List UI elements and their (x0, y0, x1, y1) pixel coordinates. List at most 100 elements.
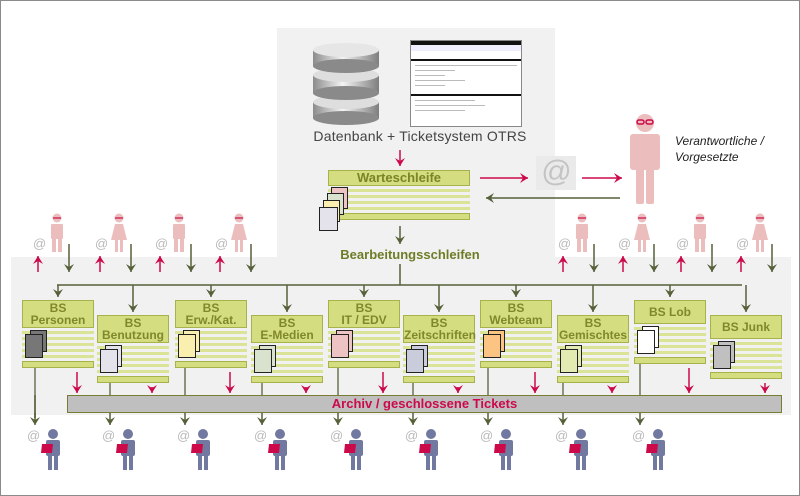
bs-queue-card[interactable]: BS Lob (634, 300, 706, 364)
email-icon: @ (676, 236, 690, 251)
email-icon: @ (736, 236, 750, 251)
arrowhead (453, 385, 463, 393)
arrowhead (665, 289, 675, 297)
bs-queue-title-line1: BS (49, 301, 67, 315)
male-requester-icon (48, 213, 66, 258)
document-icon (25, 334, 43, 358)
staff-person-icon (419, 429, 441, 476)
arrowhead (741, 304, 751, 312)
arrowhead (736, 256, 746, 264)
arrowhead (486, 193, 494, 203)
female-requester-icon (751, 213, 769, 258)
arrowhead (520, 173, 528, 183)
arrowhead (558, 256, 568, 264)
bs-queue-title: BS E-Medien (251, 315, 323, 343)
arrowhead (707, 264, 717, 272)
arrowhead (530, 385, 540, 393)
document-icon (319, 207, 338, 231)
arrowhead (649, 264, 659, 272)
arrowhead (72, 385, 82, 393)
arrowhead (246, 264, 256, 272)
bs-queue-card[interactable]: BS Zeitschriften (403, 315, 476, 383)
bs-queue-title-line1: BS (430, 316, 448, 330)
email-icon: @ (618, 236, 632, 251)
bs-queue-title-line2: Benutzung (102, 328, 164, 342)
email-icon: @ (536, 156, 576, 190)
email-icon: @ (102, 428, 116, 443)
staff-person-icon (268, 429, 290, 476)
male-requester-icon (691, 213, 709, 258)
archive-bar[interactable]: Archiv / geschlossene Tickets (67, 395, 782, 413)
arrowhead (186, 264, 196, 272)
document-icon (254, 349, 272, 373)
arrowhead (395, 158, 405, 166)
document-icon (331, 334, 349, 358)
email-icon: @ (215, 236, 229, 251)
male-requester-icon (170, 213, 188, 258)
arrowhead (434, 304, 444, 312)
arrowhead (126, 264, 136, 272)
bs-queue-title: BS Junk (710, 315, 782, 339)
queue-card[interactable]: Warteschleife (328, 170, 470, 224)
bs-queue-title: BS Lob (634, 300, 706, 324)
bs-queue-title-line1: BS (202, 301, 220, 315)
arrowhead (301, 385, 311, 393)
arrowhead (676, 256, 686, 264)
arrowhead (30, 417, 40, 425)
email-icon: @ (33, 236, 47, 251)
arrowhead (511, 289, 521, 297)
arrowhead (359, 289, 369, 297)
database-icon (305, 40, 387, 128)
arrowhead (215, 256, 225, 264)
email-icon: @ (480, 428, 494, 443)
bs-queue-card[interactable]: BS Benutzung (97, 315, 169, 383)
bs-queue-title: BS Webteam (480, 300, 552, 328)
bs-queue-title: BS Benutzung (97, 315, 169, 343)
bs-queue-title: BS Erw./Kat. (175, 300, 247, 328)
document-icon (637, 330, 655, 354)
document-icon (713, 345, 731, 369)
email-icon: @ (555, 428, 569, 443)
bs-queue-title: BS Zeitschriften (403, 315, 476, 343)
bs-queue-title-line1: BS (124, 316, 142, 330)
arrowhead (147, 385, 157, 393)
bs-queue-card[interactable]: BS E-Medien (251, 315, 323, 383)
bs-queue-title-line1: BS (507, 301, 525, 315)
bs-queue-title-line2: Webteam (489, 313, 543, 327)
bs-queue-title-line1: BS Junk (721, 320, 770, 334)
arrowhead (282, 304, 292, 312)
bs-queue-title-line2: Erw./Kat. (185, 313, 237, 327)
document-icon (560, 349, 578, 373)
email-icon: @ (27, 428, 41, 443)
bs-queue-card[interactable]: BS Webteam (480, 300, 552, 368)
arrowhead (95, 256, 105, 264)
document-icon (483, 334, 501, 358)
female-requester-icon (230, 213, 248, 258)
manager-person-icon (628, 113, 662, 205)
arrowhead (33, 256, 43, 264)
female-requester-icon (110, 213, 128, 258)
bs-queue-title-line2: IT / EDV (341, 313, 387, 327)
staff-person-icon (646, 429, 668, 476)
bs-queue-card[interactable]: BS Junk (710, 315, 782, 379)
otrs-screenshot-icon (410, 40, 522, 127)
arrowhead (618, 256, 628, 264)
processing-title: Bearbeitungsschleifen (340, 247, 480, 262)
bs-queue-title-line1: BS (278, 316, 296, 330)
bs-queue-title-line2: Personen (30, 313, 86, 327)
arrowhead (408, 417, 418, 425)
bs-queue-card[interactable]: BS IT / EDV (328, 300, 400, 368)
bs-queue-card[interactable]: BS Gemischtes (557, 315, 629, 383)
email-icon: @ (558, 236, 572, 251)
bs-queue-card[interactable]: BS Erw./Kat. (175, 300, 247, 368)
staff-person-icon (191, 429, 213, 476)
document-icon (100, 349, 118, 373)
responsible-label-line1: Verantwortliche / (675, 134, 764, 148)
arrowhead (257, 417, 267, 425)
arrowhead (53, 289, 63, 297)
bs-queue-title-line2: E-Medien (260, 328, 314, 342)
arrowhead (333, 417, 343, 425)
bs-queue-card[interactable]: BS Personen (22, 300, 94, 368)
bs-queue-title-line1: BS (355, 301, 373, 315)
email-icon: @ (405, 428, 419, 443)
